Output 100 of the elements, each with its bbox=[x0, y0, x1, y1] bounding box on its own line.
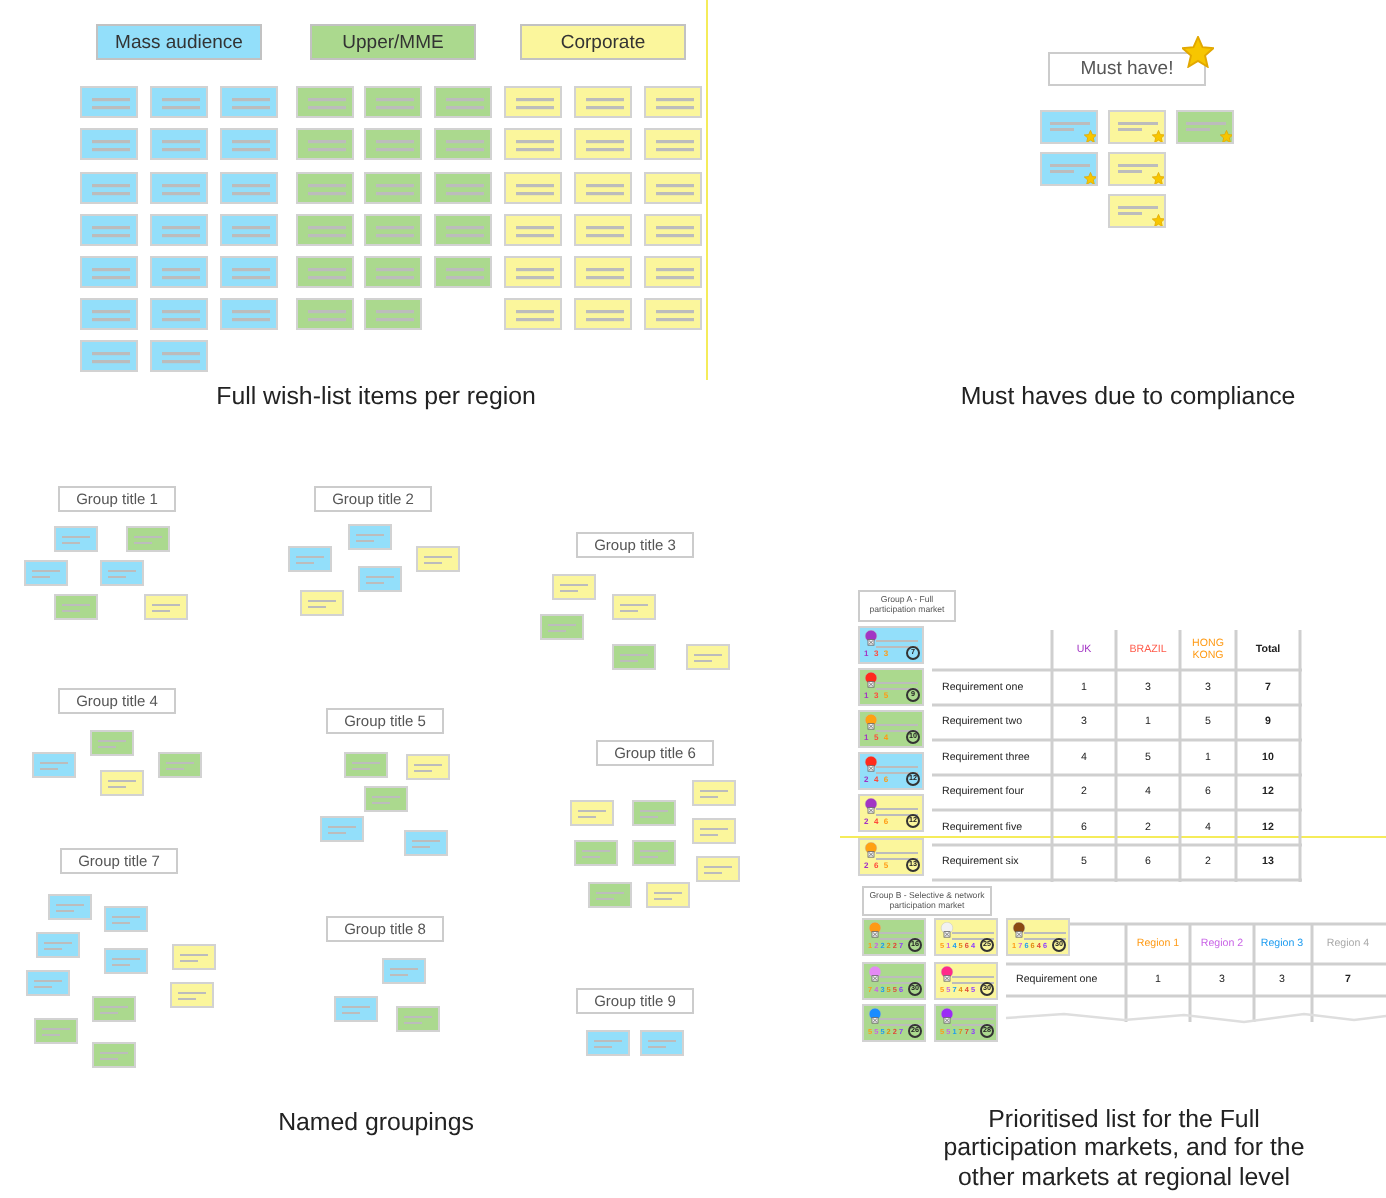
sticky-note bbox=[358, 566, 402, 592]
sticky-note bbox=[644, 298, 702, 330]
category-header: Upper/MME bbox=[310, 24, 476, 60]
sticky-note bbox=[640, 1030, 684, 1056]
score-card bbox=[858, 668, 924, 706]
sticky-note bbox=[90, 730, 134, 756]
sticky-note bbox=[296, 256, 354, 288]
score-card bbox=[858, 710, 924, 748]
sticky-note bbox=[588, 882, 632, 908]
sticky-note bbox=[586, 1030, 630, 1056]
sticky-note bbox=[144, 594, 188, 620]
sticky-note bbox=[32, 752, 76, 778]
score-card bbox=[858, 794, 924, 832]
sticky-note bbox=[686, 644, 730, 670]
sticky-note bbox=[48, 894, 92, 920]
sticky-note bbox=[150, 340, 208, 372]
score-card bbox=[858, 626, 924, 664]
sticky-note bbox=[54, 594, 98, 620]
sticky-note bbox=[150, 172, 208, 204]
sticky-note bbox=[126, 526, 170, 552]
sticky-note bbox=[348, 524, 392, 550]
title-card: Must have! bbox=[1048, 52, 1206, 86]
sticky-note bbox=[552, 574, 596, 600]
sticky-note bbox=[296, 86, 354, 118]
sticky-note bbox=[1108, 110, 1166, 144]
score-card bbox=[1006, 918, 1070, 956]
sticky-note bbox=[320, 816, 364, 842]
sticky-note bbox=[504, 298, 562, 330]
sticky-note bbox=[344, 752, 388, 778]
sticky-note bbox=[504, 256, 562, 288]
sticky-note bbox=[80, 298, 138, 330]
sticky-note bbox=[296, 298, 354, 330]
sticky-note bbox=[1108, 194, 1166, 228]
sticky-note bbox=[416, 546, 460, 572]
panel-caption: Prioritised list for the Full participation markets, and for the other markets at regional level bbox=[941, 1105, 1307, 1191]
sticky-note bbox=[404, 830, 448, 856]
score-card bbox=[934, 918, 998, 956]
sticky-note bbox=[220, 86, 278, 118]
sticky-note bbox=[296, 214, 354, 246]
sticky-note bbox=[288, 546, 332, 572]
panel-caption: Must haves due to compliance bbox=[960, 381, 1296, 411]
sticky-note bbox=[644, 256, 702, 288]
sticky-note bbox=[220, 298, 278, 330]
sticky-note bbox=[80, 128, 138, 160]
sticky-note bbox=[692, 818, 736, 844]
sticky-note bbox=[644, 214, 702, 246]
sticky-note bbox=[644, 128, 702, 160]
sticky-note bbox=[1040, 152, 1098, 186]
score-card bbox=[858, 752, 924, 790]
sticky-note bbox=[434, 214, 492, 246]
sticky-note bbox=[574, 840, 618, 866]
sticky-note bbox=[54, 526, 98, 552]
sticky-note bbox=[92, 1042, 136, 1068]
sticky-note bbox=[296, 128, 354, 160]
sticky-note bbox=[434, 128, 492, 160]
sticky-note bbox=[644, 86, 702, 118]
sticky-note bbox=[170, 982, 214, 1008]
sticky-note bbox=[172, 944, 216, 970]
sticky-note bbox=[104, 948, 148, 974]
sticky-note bbox=[504, 128, 562, 160]
sticky-note bbox=[334, 996, 378, 1022]
sticky-note bbox=[364, 298, 422, 330]
sticky-note bbox=[1176, 110, 1234, 144]
sticky-note bbox=[574, 172, 632, 204]
sticky-note bbox=[434, 256, 492, 288]
sticky-note bbox=[364, 172, 422, 204]
sticky-note bbox=[364, 86, 422, 118]
panel-caption: Full wish-list items per region bbox=[216, 381, 536, 411]
sticky-note bbox=[150, 214, 208, 246]
sticky-note bbox=[1108, 152, 1166, 186]
score-card bbox=[862, 962, 926, 1000]
sticky-note bbox=[644, 172, 702, 204]
sticky-note bbox=[364, 256, 422, 288]
sticky-note bbox=[632, 800, 676, 826]
sticky-note bbox=[574, 214, 632, 246]
sticky-note bbox=[80, 256, 138, 288]
sticky-note bbox=[574, 86, 632, 118]
sticky-note bbox=[220, 214, 278, 246]
sticky-note bbox=[80, 340, 138, 372]
sticky-note bbox=[80, 172, 138, 204]
sticky-note bbox=[158, 752, 202, 778]
sticky-note bbox=[574, 256, 632, 288]
category-header: Mass audience bbox=[96, 24, 262, 60]
sticky-note bbox=[220, 172, 278, 204]
sticky-note bbox=[92, 996, 136, 1022]
sticky-note bbox=[26, 970, 70, 996]
sticky-note bbox=[364, 128, 422, 160]
score-card bbox=[934, 962, 998, 1000]
sticky-note bbox=[570, 800, 614, 826]
sticky-note bbox=[150, 128, 208, 160]
sticky-note bbox=[646, 882, 690, 908]
sticky-note bbox=[364, 786, 408, 812]
sticky-note bbox=[612, 594, 656, 620]
sticky-note bbox=[696, 856, 740, 882]
sticky-note bbox=[434, 172, 492, 204]
score-card bbox=[934, 1004, 998, 1042]
panel-caption: Named groupings bbox=[278, 1107, 474, 1137]
sticky-note bbox=[612, 644, 656, 670]
sticky-note bbox=[692, 780, 736, 806]
sticky-note bbox=[632, 840, 676, 866]
